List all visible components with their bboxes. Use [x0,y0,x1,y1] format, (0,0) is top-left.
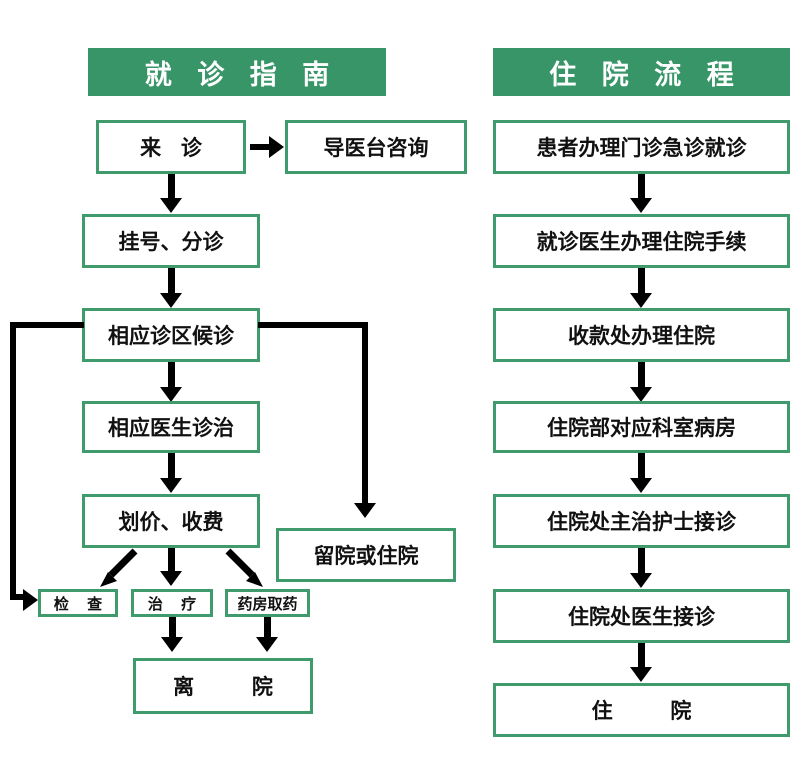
arrow-down-icon [160,571,182,586]
arrow-right-icon [269,136,284,158]
connector-bingfang-to-hushi [638,453,645,481]
arrow-down-icon [630,573,652,588]
connector-yaofang-to-liyuan [264,617,271,641]
connector-yisheng-to-zhuyuan [638,643,645,670]
arrow-diagonal-left-icon [95,548,143,590]
node-zhuyuanchu-yisheng-jiezhen[interactable]: 住院处医生接诊 [493,589,790,643]
node-shoukuanchu-banli-zhuyuan[interactable]: 收款处办理住院 [493,308,790,362]
node-lai-zhen[interactable]: 来 诊 [96,120,246,174]
node-liyuan[interactable]: 离 院 [133,658,313,714]
connector-laizhen-to-guahao [168,174,175,201]
arrow-down-icon [160,387,182,402]
arrow-down-icon [630,387,652,402]
connector-guahao-to-houzhen [168,268,175,296]
arrow-down-icon [354,503,376,518]
connector-laizhen-to-daoyi [250,144,274,150]
arrow-down-icon [630,667,652,682]
node-liuyuan-huo-zhuyuan[interactable]: 留院或住院 [276,528,456,582]
node-daoyitai-zixun[interactable]: 导医台咨询 [285,120,467,174]
arrow-down-icon [160,478,182,493]
connector-houzhen-to-liuyuan-vertical [362,322,368,507]
node-jiuzhen-yisheng-shouxu[interactable]: 就诊医生办理住院手续 [493,214,790,268]
arrow-diagonal-right-icon [220,548,268,590]
arrow-down-icon [630,198,652,213]
connector-huanzhe-to-jiuzhen [638,174,645,201]
node-zhiliao[interactable]: 治 疗 [131,589,213,617]
left-column-header: 就 诊 指 南 [88,48,386,96]
node-huanzhe-banli-menzhen[interactable]: 患者办理门诊急诊就诊 [493,120,790,174]
arrow-down-icon [161,637,183,652]
connector-houzhen-loop-vertical [10,322,16,600]
connector-shoukuan-to-bingfang [638,362,645,390]
connector-huajia-to-zhiliao [168,548,175,574]
right-column-header: 住 院 流 程 [493,48,790,96]
connector-houzhen-to-liuyuan-top [258,322,368,328]
connector-zhiliao-to-liyuan [169,617,176,641]
arrow-down-icon [630,293,652,308]
connector-hushi-to-yisheng [638,548,645,576]
node-huajia-shoufei[interactable]: 划价、收费 [82,494,260,548]
arrow-right-icon [23,589,38,611]
arrow-down-icon [630,478,652,493]
node-zhuyuanbu-keshi-bingfang[interactable]: 住院部对应科室病房 [493,401,790,453]
node-xiangying-zhenqu-houzhen[interactable]: 相应诊区候诊 [82,308,260,362]
arrow-down-icon [160,293,182,308]
arrow-down-icon [160,198,182,213]
node-zhuyuanchu-hushi-jiezhen[interactable]: 住院处主治护士接诊 [493,494,790,548]
connector-houzhen-to-yisheng [168,362,175,390]
connector-houzhen-loop-top [10,322,84,328]
node-guahao-fenzhen[interactable]: 挂号、分诊 [82,214,260,268]
arrow-down-icon [256,637,278,652]
node-yaofang-quyao[interactable]: 药房取药 [225,589,310,617]
node-jiancha[interactable]: 检 查 [38,589,118,617]
connector-yisheng-to-huajia [168,453,175,481]
node-xiangying-yisheng-zhenzhi[interactable]: 相应医生诊治 [82,401,260,453]
node-zhuyuan[interactable]: 住 院 [493,683,790,737]
connector-houzhen-loop-bottom [10,594,28,600]
connector-jiuzhen-to-shoukuan [638,268,645,296]
